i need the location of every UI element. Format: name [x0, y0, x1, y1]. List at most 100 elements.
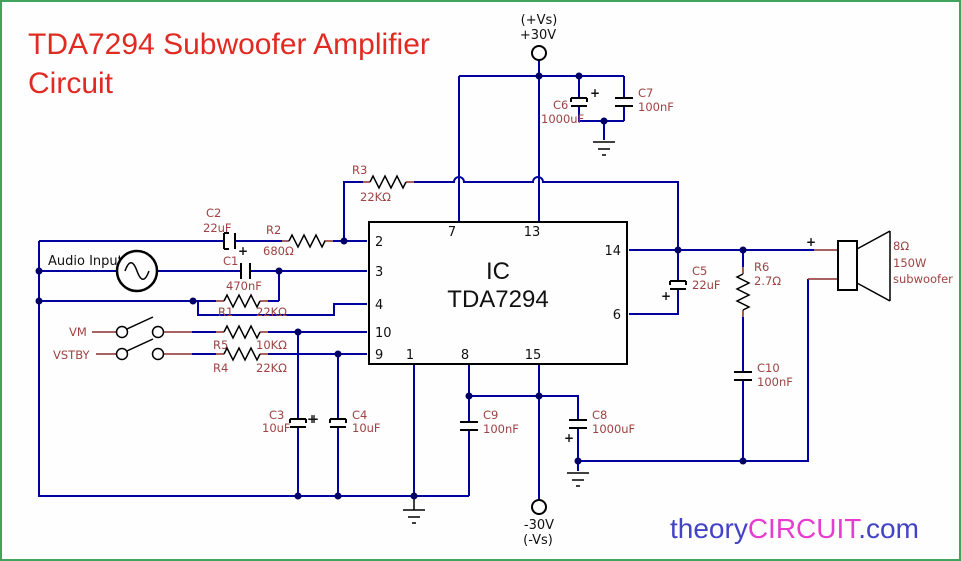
resistor-r2: R2 680Ω [263, 223, 333, 258]
r6-ref: R6 [754, 260, 769, 274]
c9-value: 100nF [483, 422, 519, 436]
mute-switch: VM [69, 316, 192, 339]
r1-zigzag [223, 293, 261, 309]
ic-pin-15: 15 [525, 348, 542, 363]
speaker-plus: + [806, 235, 816, 249]
ic-pin-6: 6 [613, 308, 621, 323]
c3-plus: + [307, 412, 317, 426]
ground-icon [567, 472, 589, 487]
page-title-line1: TDA7294 Subwoofer Amplifier [28, 28, 430, 61]
r5-zigzag [223, 324, 261, 340]
resistor-r5: R5 10KΩ [213, 324, 287, 352]
c1-plates [240, 263, 251, 279]
positive-supply-terminal: (+Vs) +30V [520, 13, 558, 61]
resistor-r4: R4 22KΩ [213, 346, 287, 375]
sine-wave-icon [124, 262, 150, 280]
ground-icon [593, 141, 615, 156]
ground-symbol-signal [403, 496, 425, 524]
ic-pin-8: 8 [461, 348, 469, 363]
resistor-r3: R3 22KΩ [352, 163, 414, 204]
speaker-power: 150W [893, 256, 926, 270]
c10-ref: C10 [757, 361, 780, 375]
pos-supply-value: +30V [520, 28, 556, 43]
watermark-circuit: CIRCUIT [748, 513, 861, 544]
resistor-r1: R1 22KΩ [216, 293, 287, 319]
c8-ref: C8 [592, 408, 607, 422]
watermark-com: .com [858, 513, 919, 544]
speaker-cone-icon [856, 230, 891, 302]
r4-value: 22KΩ [256, 361, 287, 375]
c4-plus: + [309, 412, 319, 426]
sw1-contact-right [151, 325, 165, 339]
standby-switch-label: VSTBY [53, 348, 90, 362]
capacitor-c5: + C5 22uF [661, 264, 721, 303]
capacitor-c1: C1 470nF [223, 254, 262, 293]
ic-pin-3: 3 [375, 265, 383, 280]
capacitor-c8: + C8 1000uF [564, 408, 635, 445]
ic-pin-7: 7 [448, 225, 456, 240]
standby-switch: VSTBY [53, 338, 192, 362]
c4-plates [329, 418, 347, 428]
speaker-type: subwoofer [893, 272, 953, 286]
c8-value: 1000uF [592, 422, 635, 436]
c2-value: 22uF [203, 221, 232, 235]
r5-ref: R5 [213, 338, 228, 352]
watermark-theory: theory [670, 513, 748, 544]
speaker-impedance: 8Ω [893, 239, 909, 253]
resistor-r6: R6 2.7Ω [735, 260, 781, 317]
c10-value: 100nF [757, 375, 793, 389]
speaker-leads [808, 249, 838, 280]
wire-c6-bottom [578, 106, 624, 122]
c8-plates [569, 419, 587, 429]
neg-terminal-icon [531, 499, 547, 515]
ic-tda7294: IC TDA7294 2 3 4 10 9 7 13 14 6 1 8 15 [368, 221, 628, 365]
ic-pin-9: 9 [375, 348, 383, 363]
audio-source: Audio Input [48, 249, 159, 293]
r3-zigzag [369, 174, 407, 190]
wires [38, 60, 814, 500]
ic-pin-2: 2 [375, 235, 383, 250]
ground-symbol-supply [593, 141, 615, 156]
c2-plates [223, 232, 236, 250]
ic-part-number: TDA7294 [447, 286, 548, 313]
r1-ref: R1 [218, 305, 233, 319]
ic-pin-14: 14 [604, 244, 621, 259]
watermark: theoryCIRCUIT.com [670, 513, 919, 544]
r6-value: 2.7Ω [754, 274, 781, 288]
wire-ground-rail [38, 241, 469, 497]
ic-pin-4: 4 [375, 298, 383, 313]
r4-ref: R4 [213, 361, 228, 375]
mute-switch-label: VM [69, 325, 87, 339]
c3-value: 10uF [262, 421, 291, 435]
c6-ref: C6 [553, 98, 568, 112]
pos-supply-name: (+Vs) [521, 13, 558, 28]
capacitor-c6: + C6 1000uF [541, 86, 600, 126]
c5-value: 22uF [692, 278, 721, 292]
capacitor-c7: C7 100nF [615, 86, 674, 114]
r2-zigzag [288, 233, 326, 249]
ground-symbol-output [567, 472, 589, 487]
c5-ref: C5 [692, 264, 707, 278]
r3-ref: R3 [352, 163, 367, 177]
wire-c5-pin6 [629, 289, 679, 315]
ground-icon [403, 509, 425, 524]
c6-plates [570, 97, 588, 107]
sw2-blade [126, 338, 154, 352]
c3-ref: C3 [269, 408, 284, 422]
c7-plates [615, 97, 633, 107]
c6-plus: + [590, 86, 600, 100]
c6-value: 1000uF [541, 112, 584, 126]
c7-value: 100nF [638, 100, 674, 114]
c10-plates [734, 371, 752, 381]
junction-dots [35, 72, 747, 500]
ic-designator: IC [486, 258, 510, 285]
c8-plus: + [564, 431, 574, 445]
ic-pin-13: 13 [524, 225, 541, 240]
c7-ref: C7 [638, 86, 653, 100]
capacitor-c2: + C2 22uF [203, 206, 248, 258]
sw1-contact-left [115, 325, 129, 339]
negative-supply-terminal: -30V (-Vs) [523, 499, 554, 548]
c1-value: 470nF [226, 279, 262, 293]
audio-input-label: Audio Input [48, 254, 123, 269]
